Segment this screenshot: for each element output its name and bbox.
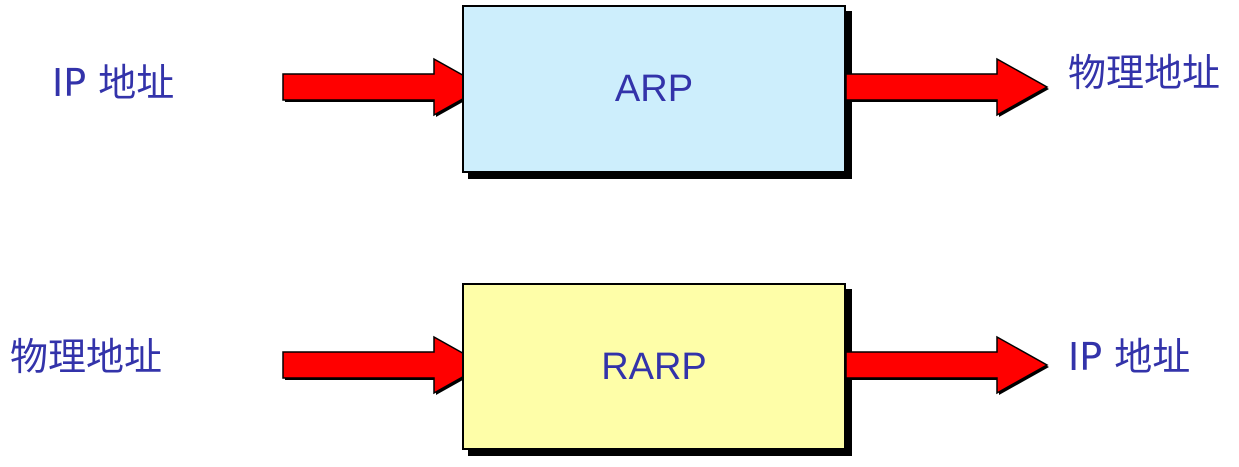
arp-input-label: IP 地址 [52,61,175,105]
rarp-row: 物理地址 RARP IP 地址 [0,270,1239,467]
rarp-output-label: IP 地址 [1068,335,1191,379]
rarp-box: RARP [462,283,846,450]
arp-row: IP 地址 ARP 物理地址 [0,0,1239,200]
arp-box-label: ARP [614,68,694,110]
arp-input-arrow-icon [282,57,486,117]
rarp-input-arrow-icon [282,335,486,395]
rarp-box-label: RARP [601,345,707,388]
arp-output-arrow-icon [845,57,1049,117]
arp-output-label: 物理地址 [1068,51,1221,95]
arp-box: ARP [462,5,846,173]
rarp-output-arrow-icon [845,335,1049,395]
rarp-input-label: 物理地址 [10,335,163,379]
